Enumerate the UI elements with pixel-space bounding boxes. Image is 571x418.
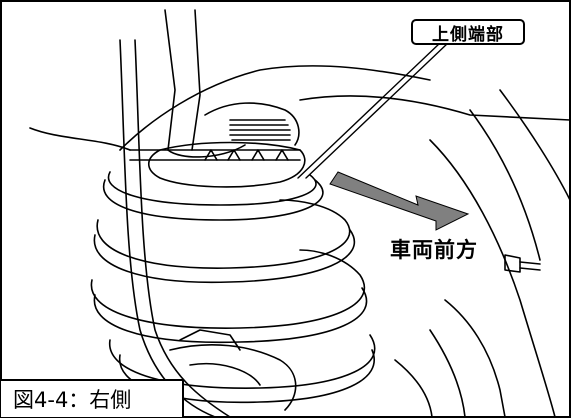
vehicle-front-label: 車両前方 — [390, 238, 478, 262]
upper-end-label: 上側端部 — [432, 24, 504, 45]
upper-end-callout: 上側端部 — [411, 19, 525, 45]
body-line — [29, 127, 131, 151]
figure-caption-text: 図4-4：右側 — [13, 388, 132, 412]
strut-mount-outline — [119, 65, 431, 151]
figure-caption: 図4-4：右側 — [1, 379, 184, 417]
spring-seat — [147, 141, 306, 188]
spring-coil-1 — [107, 171, 317, 206]
front-direction-arrow — [329, 171, 470, 231]
upper-mount — [204, 102, 300, 146]
shock-tower — [164, 9, 176, 151]
damper-hose — [119, 39, 216, 418]
leader-line — [297, 42, 441, 179]
